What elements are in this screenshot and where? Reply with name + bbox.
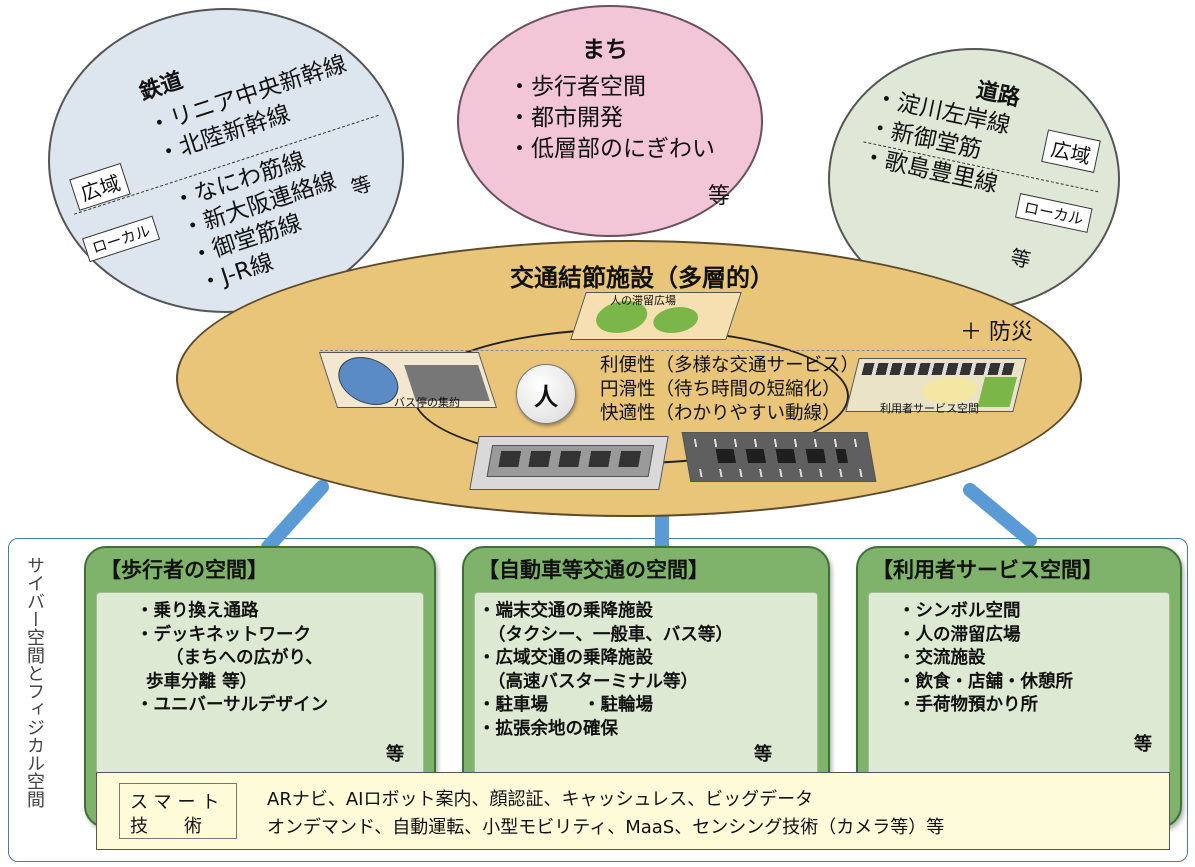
- list-item: ・拡張余地の確保: [478, 718, 618, 739]
- panel-etc: 等: [386, 744, 404, 765]
- smart-tech-line: ARナビ、AIロボット案内、顔認証、キャッシュレス、ビッグデータ: [267, 789, 814, 810]
- list-item: ・デッキネットワーク: [136, 624, 311, 645]
- town-etc: 等: [708, 184, 731, 209]
- list-item: ・交流施設: [898, 648, 986, 668]
- panel-title: 【自動車等交通の空間】: [478, 558, 709, 582]
- town-item: ・低層部のにぎわい: [508, 136, 715, 162]
- parking-lines: [693, 439, 862, 447]
- town-bubble: [457, 5, 763, 237]
- parking-illustration: [681, 432, 877, 482]
- hub-property: 利便性（多様な交通サービス）: [600, 355, 860, 376]
- smart-tech-label: 技 術: [130, 816, 202, 837]
- railway-local-label: ローカル: [82, 215, 161, 263]
- smart-tech-box: スマート 技 術 ARナビ、AIロボット案内、顔認証、キャッシュレス、ビッグデー…: [96, 772, 1170, 850]
- list-item: ・端末交通の乗降施設: [478, 601, 653, 621]
- smart-tech-label-box: スマート 技 術: [119, 783, 237, 839]
- list-item: ・飲食・店舗・休憩所: [898, 671, 1073, 692]
- panel-list: ・乗り換え通路 ・デッキネットワーク （まちへの広がり、 歩車分離 等） ・ユニ…: [136, 600, 328, 718]
- taxi-illustration: [469, 436, 669, 490]
- service-label: 利用者サービス空間: [880, 402, 979, 415]
- railway-wide-label: 広域: [69, 162, 131, 211]
- panel-list: ・端末交通の乗降施設 （タクシー、一般車、バス等） ・広域交通の乗降施設 （高速…: [478, 600, 733, 741]
- railway-etc: 等: [348, 171, 375, 201]
- list-item: ・ユニバーサルデザイン: [136, 695, 329, 715]
- connector-right: [963, 483, 1037, 547]
- taxi-cars: [498, 451, 642, 467]
- panel-title: 【歩行者の空間】: [100, 558, 268, 582]
- road-local-label: ローカル: [1015, 193, 1093, 233]
- connector-left: [261, 480, 329, 554]
- list-item: ・人の滞留広場: [898, 624, 1021, 645]
- parking-cars: [715, 449, 849, 463]
- hub-property: 快適性（わかりやすい動線）: [600, 403, 841, 424]
- person-label: 人: [534, 383, 558, 411]
- town-item: ・歩行者空間: [508, 74, 646, 100]
- hub-disaster: ＋ 防災: [960, 320, 1033, 345]
- list-item: （まちへの広がり、: [166, 648, 323, 668]
- town-items: ・歩行者空間 ・都市開発 ・低層部のにぎわい: [508, 72, 715, 165]
- person-circle: 人: [516, 364, 576, 424]
- list-item: 歩車分離 等）: [146, 671, 258, 692]
- list-item: ・駐車場 ・駐輪場: [478, 695, 653, 715]
- town-item: ・都市開発: [508, 105, 623, 131]
- bus-stop-label: バス停の集約: [394, 396, 460, 409]
- service-green: [977, 377, 1017, 407]
- list-item: ・乗り換え通路: [136, 601, 259, 621]
- panel-etc: 等: [754, 744, 772, 765]
- side-label: サイバー空間とフィジカル空間: [24, 556, 45, 808]
- parking-lines: [699, 469, 867, 477]
- plaza-lawn: [649, 307, 702, 333]
- list-item: ・シンボル空間: [898, 601, 1021, 621]
- town-title: まち: [582, 37, 628, 63]
- smart-tech-line: オンデマンド、自動運転、小型モビリティ、MaaS、センシング技術（カメラ等）等: [267, 817, 945, 838]
- railway-bubble: [48, 8, 404, 313]
- panel-etc: 等: [1134, 734, 1152, 755]
- road-wide-label: 広域: [1041, 129, 1101, 173]
- hub-property: 円滑性（待ち時間の短縮化）: [600, 379, 841, 400]
- list-item: ・広域交通の乗降施設: [478, 648, 653, 668]
- hub-title: 交通結節施設（多層的）: [510, 264, 774, 292]
- plaza-label: 人の滞留広場: [610, 294, 676, 307]
- railway-title: 鉄道: [136, 68, 186, 106]
- road-etc: 等: [1008, 244, 1033, 273]
- hub-guideline: [320, 350, 1020, 351]
- hub-properties: 利便性（多様な交通サービス） 円滑性（待ち時間の短縮化） 快適性（わかりやすい動…: [600, 354, 859, 426]
- panel-list: ・シンボル空間 ・人の滞留広場 ・交流施設 ・飲食・店舗・休憩所 ・手荷物預かり…: [898, 600, 1073, 718]
- list-item: （高速バスターミナル等）: [488, 671, 698, 692]
- service-buildings: [861, 363, 1015, 375]
- list-item: ・手荷物預かり所: [898, 695, 1038, 715]
- lower-frame: [8, 538, 1188, 862]
- smart-tech-label: スマート: [130, 792, 226, 813]
- panel-title: 【利用者サービス空間】: [872, 558, 1103, 582]
- list-item: （タクシー、一般車、バス等）: [488, 624, 733, 645]
